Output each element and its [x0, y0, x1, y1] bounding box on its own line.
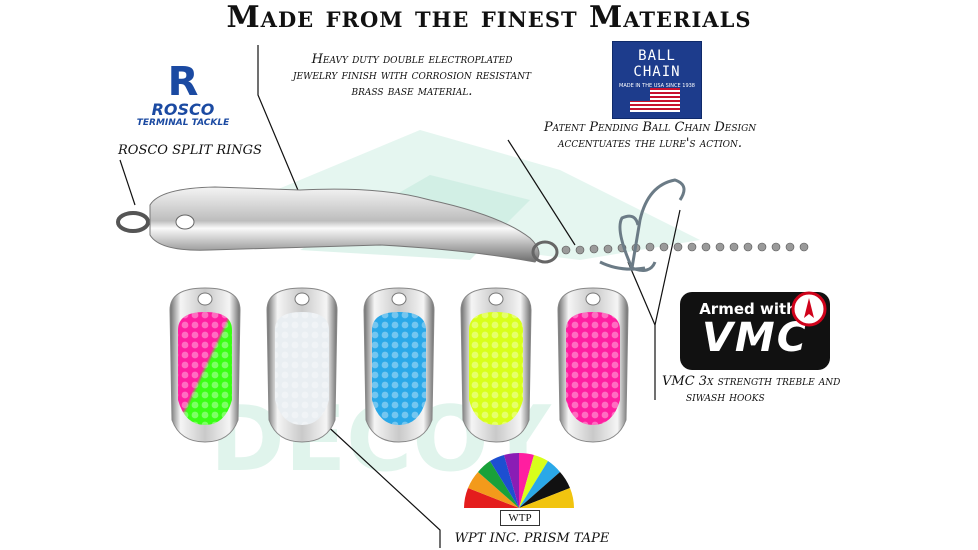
wtp-logo-label: WTP — [500, 510, 540, 526]
hooks-caption-line: siwash hooks — [686, 390, 765, 405]
spoon-blue — [363, 287, 435, 443]
spoon-chartreuse — [460, 287, 532, 443]
rosco-logo: R ROSCO TERMINAL TACKLE — [118, 62, 248, 129]
prism-tape-caption: WPT INC. PRISM TAPE — [454, 531, 610, 546]
ball-chain-caption-line: accentuates the lure's action. — [557, 136, 743, 151]
spoon-pink — [557, 287, 629, 443]
us-flag-icon — [630, 88, 680, 112]
spoon-white — [266, 287, 338, 443]
hooks-caption-line: VMC 3x strength treble and — [662, 374, 841, 389]
rosco-logo-letter: R — [167, 59, 199, 105]
rosco-logo-subtitle: TERMINAL TACKLE — [136, 118, 230, 128]
spoon-pink-green — [169, 287, 241, 443]
wtp-prism-tape-fan — [464, 452, 574, 508]
rosco-logo-name: ROSCO — [151, 100, 215, 119]
ball-chain-caption: Patent Pending Ball Chain Design accentu… — [520, 120, 780, 152]
finish-caption-line: Heavy duty double electroplated — [311, 52, 513, 67]
finish-caption: Heavy duty double electroplated jewelry … — [262, 52, 562, 100]
rosco-rings-caption: ROSCO SPLIT RINGS — [118, 143, 262, 158]
finish-caption-line: jewelry finish with corrosion resistant — [292, 68, 532, 83]
vmc-badge-icon — [791, 291, 827, 327]
ball-chain-logo-subtitle: MADE IN THE USA SINCE 1938 — [619, 83, 695, 89]
treble-hook — [599, 178, 686, 272]
vmc-logo-brand: VMC — [701, 315, 809, 361]
ball-chain-caption-line: Patent Pending Ball Chain Design — [543, 120, 757, 135]
page-headline: Made from the finest Materials — [226, 0, 752, 35]
vmc-logo-armed-text: Armed with — [699, 300, 797, 318]
ball-chain — [561, 242, 809, 255]
finish-caption-line: brass base material. — [351, 84, 473, 99]
hooks-caption: VMC 3x strength treble and siwash hooks — [662, 374, 882, 406]
ball-chain-logo-title: BALL CHAIN — [633, 48, 681, 80]
